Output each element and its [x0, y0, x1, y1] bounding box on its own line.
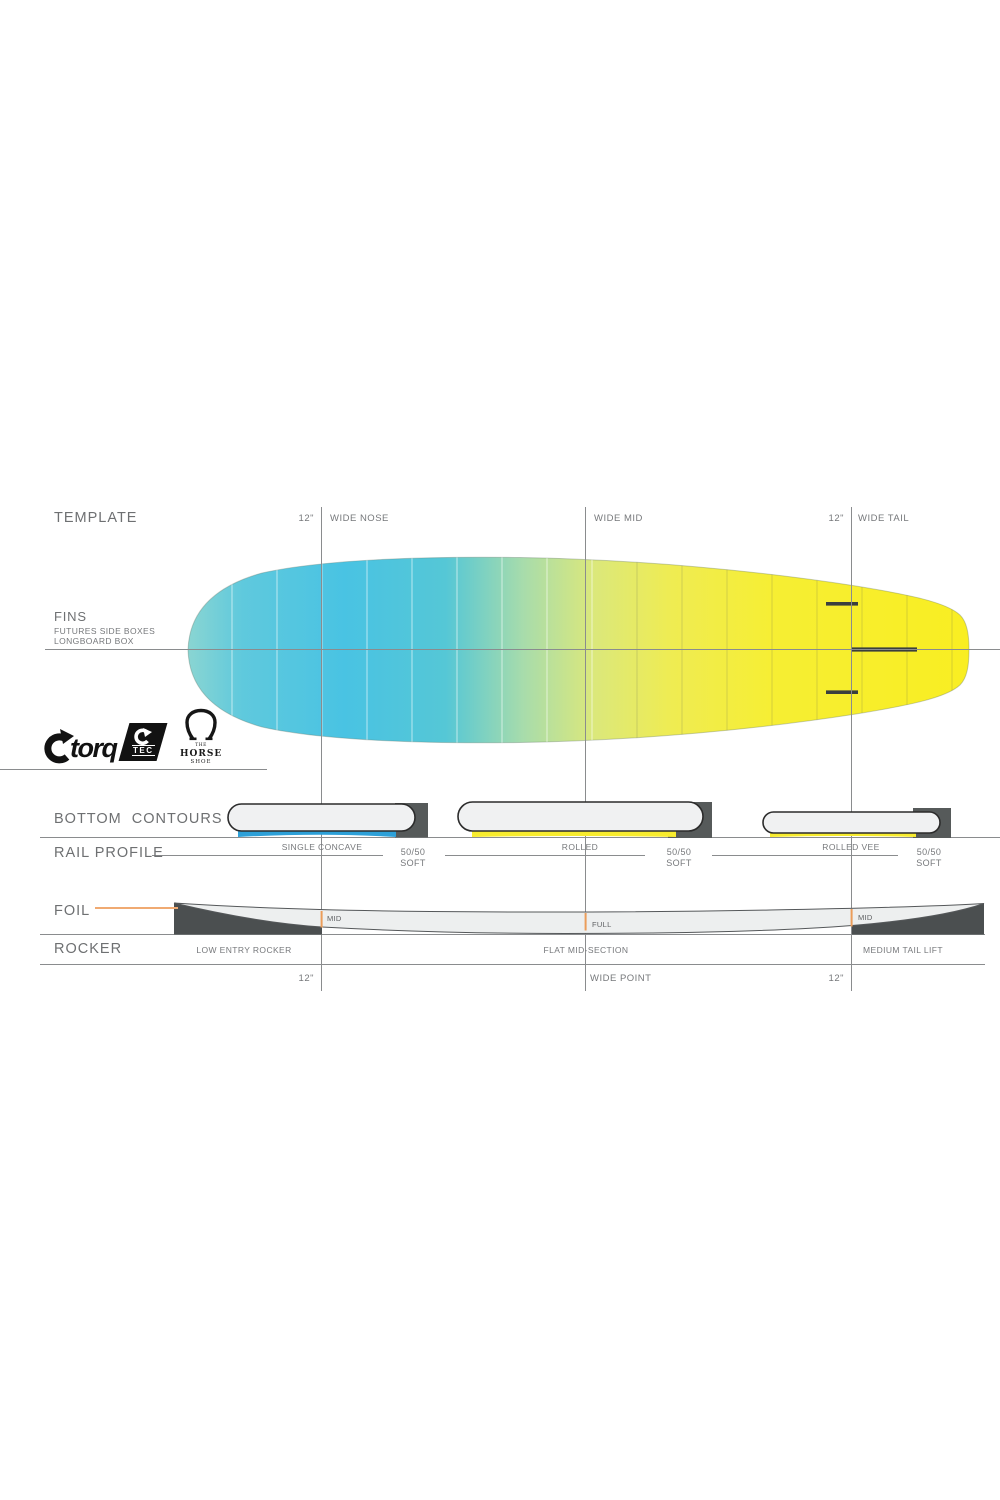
foil-heading: FOIL	[54, 903, 91, 919]
contour-label-single-concave: SINGLE CONCAVE	[281, 842, 363, 852]
nose-rocker-shadow	[174, 903, 322, 935]
foil-label-tail: MID	[858, 913, 873, 922]
tec-wordmark: TEC	[131, 745, 155, 756]
bottom-contours-heading: BOTTOM CONTOURS	[54, 811, 223, 827]
foil-tick-nose	[320, 911, 323, 928]
rail-rule-3	[712, 855, 898, 856]
tail-12in-line	[851, 507, 852, 991]
rocker-label-nose: LOW ENTRY ROCKER	[196, 945, 292, 955]
foil-board-outline	[173, 902, 985, 935]
fins-heading: FINS	[54, 609, 87, 624]
rocker-heading: ROCKER	[54, 941, 123, 957]
board-centerline	[45, 649, 1000, 650]
template-heading: TEMPLATE	[54, 510, 138, 526]
rocker-label-mid: FLAT MID-SECTION	[543, 945, 629, 955]
torq-wordmark: torq	[70, 733, 118, 763]
rocker-bottom-rule	[40, 964, 985, 965]
rail-profile-heading: RAIL PROFILE	[54, 845, 164, 861]
foil-tick-mid	[584, 913, 587, 931]
nose-12in-line	[321, 507, 322, 991]
fins-box-line2: LONGBOARD BOX	[54, 636, 134, 646]
side-fin-box-top	[826, 602, 858, 606]
rail-label-3: 50/50 SOFT	[916, 847, 942, 868]
rail-label-2: 50/50 SOFT	[666, 847, 692, 868]
fins-box-line1: FUTURES SIDE BOXES	[54, 626, 156, 636]
bottom-tail-offset: 12"	[828, 973, 844, 984]
rail-rule-2	[445, 855, 645, 856]
nose-offset-label: 12"	[298, 513, 314, 524]
side-fin-box-bottom	[826, 690, 858, 694]
board-outline	[187, 556, 970, 744]
contour-label-rolled-vee: ROLLED VEE	[822, 842, 880, 852]
tec-logo: TEC	[118, 723, 168, 761]
horseshoe-text-shoe: SHOE	[190, 759, 212, 765]
foil-ground-line	[40, 934, 985, 935]
bottom-nose-offset: 12"	[298, 973, 314, 984]
foil-tick-tail	[850, 909, 853, 927]
tail-offset-label: 12"	[828, 513, 844, 524]
foil-label-mid: FULL	[592, 920, 612, 929]
contours-baseline	[40, 837, 1000, 838]
foil-accent-line	[95, 907, 178, 909]
wide-nose-label: WIDE NOSE	[330, 513, 389, 524]
wide-mid-label: WIDE MID	[594, 513, 643, 524]
board-top-view	[180, 548, 980, 752]
horseshoe-text-the: THE	[195, 743, 207, 748]
contour-pill-1	[227, 803, 416, 832]
horseshoe-text-horse: HORSE	[180, 749, 223, 759]
wide-point-label: WIDE POINT	[590, 973, 652, 984]
logo-divider	[0, 769, 267, 770]
foil-label-nose: MID	[327, 914, 342, 923]
torq-logo: torq	[40, 727, 135, 771]
horseshoe-icon	[185, 708, 217, 741]
rail-label-1: 50/50 SOFT	[400, 847, 426, 868]
wide-tail-label: WIDE TAIL	[858, 513, 910, 524]
contour-label-rolled: ROLLED	[561, 842, 599, 852]
bottom-contour-sections	[220, 796, 965, 844]
wide-mid-line	[585, 507, 586, 991]
rail-rule-1	[152, 855, 383, 856]
tail-rocker-shadow	[852, 903, 984, 935]
contour-pill-2	[457, 801, 704, 832]
rocker-label-tail: MEDIUM TAIL LIFT	[863, 945, 943, 955]
foil-side-profile	[168, 896, 990, 938]
horseshoe-logo: THE HORSE SHOE	[180, 708, 222, 770]
contour-pill-3	[762, 811, 941, 834]
